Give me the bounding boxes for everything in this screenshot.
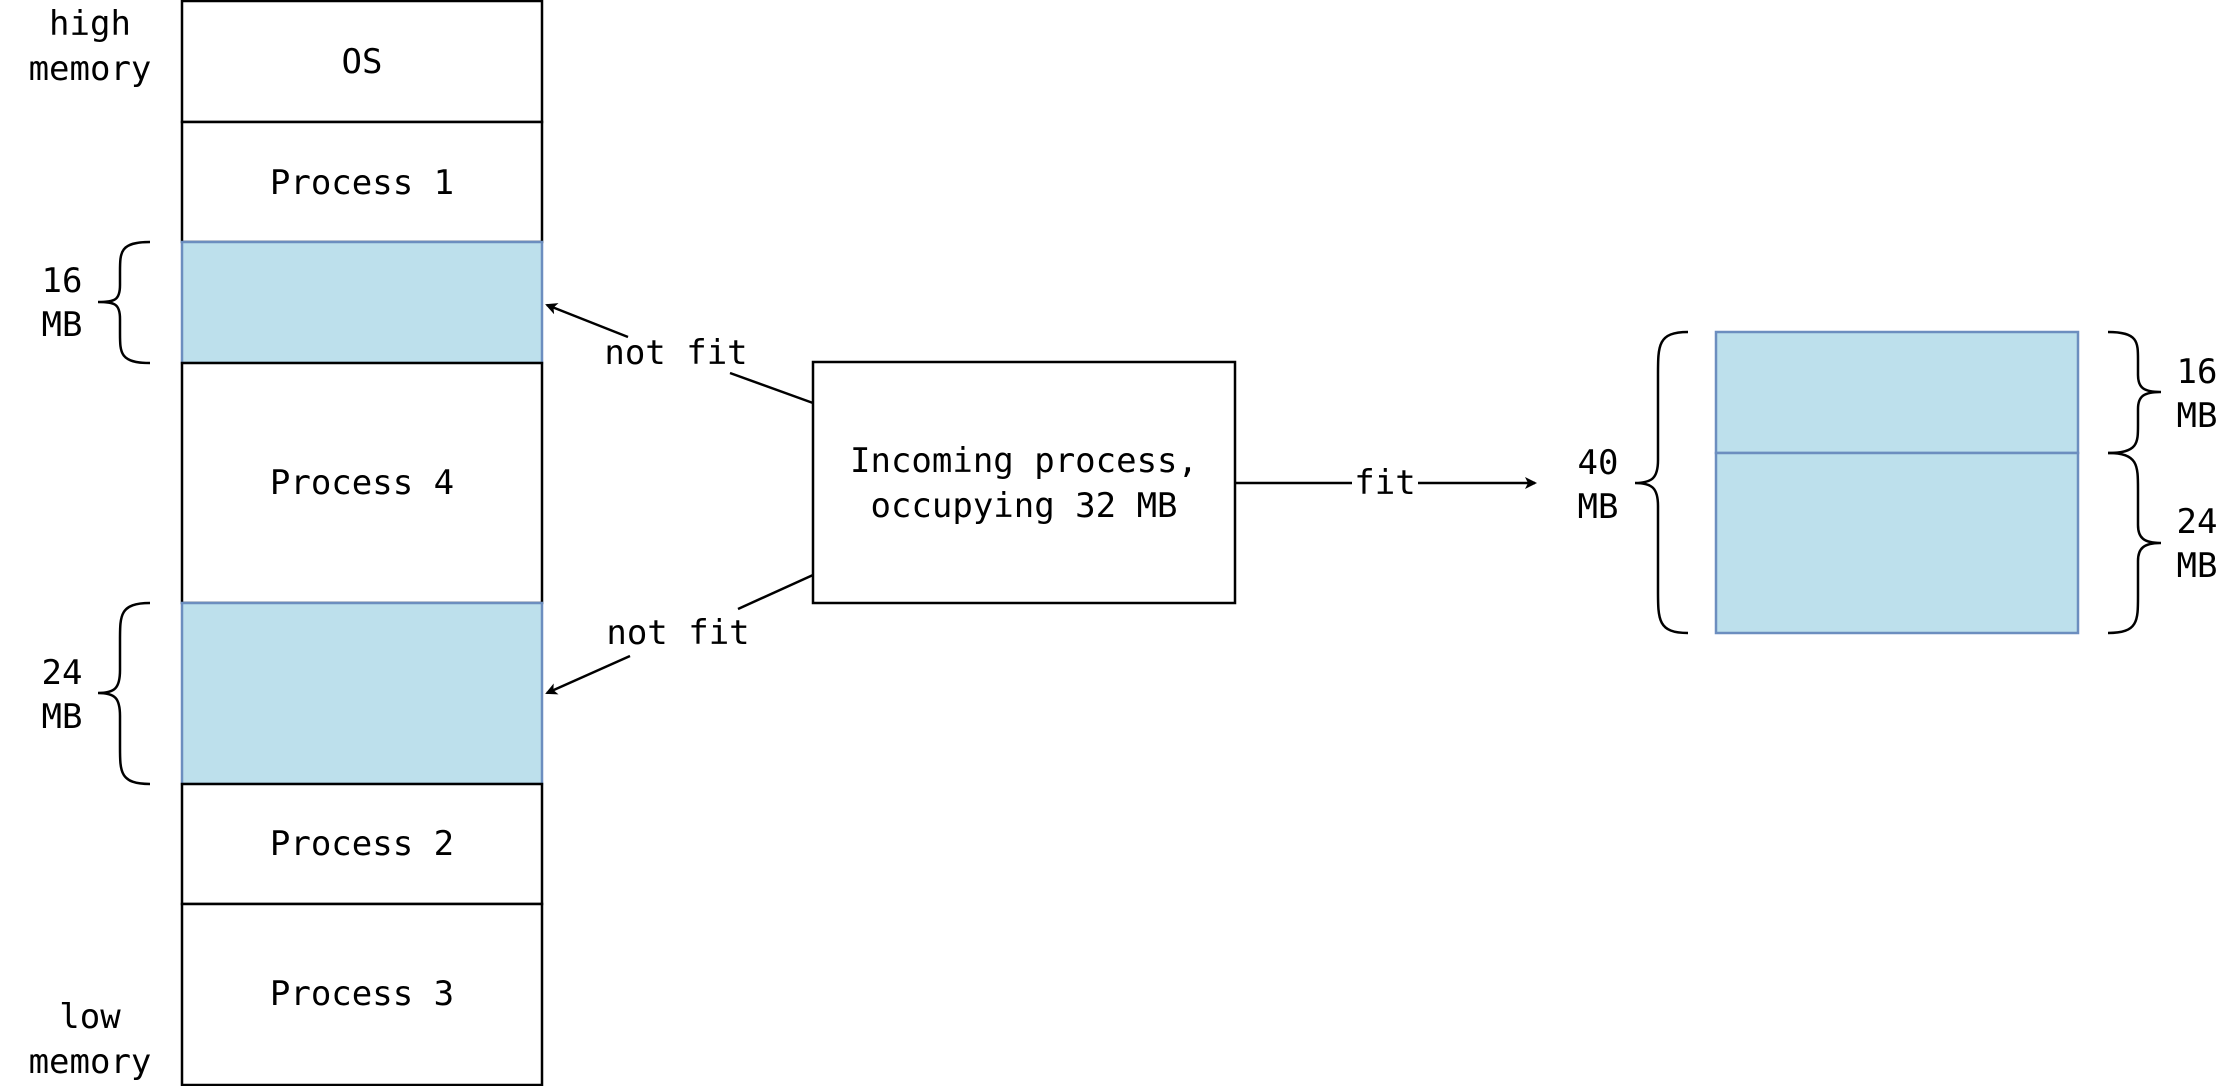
memory-block-process-4	[180, 361, 544, 605]
brace-24mb-right	[2107, 451, 2162, 635]
memory-block-process-3	[180, 902, 544, 1086]
compacted-memory	[1714, 330, 2080, 635]
memory-block-process-4-label: Process 4	[270, 463, 454, 503]
incoming-process-line2: occupying 32 MB	[870, 486, 1177, 526]
edge-not-fit-top-label: not fit	[604, 333, 747, 373]
compacted-total-size-number: 40	[1578, 443, 1619, 483]
brace-24mb-left	[97, 601, 151, 786]
memory-hole-24mb	[180, 601, 544, 786]
memory-column: OS Process 1 Process 4 Process 2 Process…	[180, 0, 544, 1086]
memory-block-os	[180, 0, 544, 124]
hole-24mb-size-number: 24	[42, 653, 83, 693]
edge-not-fit-bottom-arrow	[545, 654, 631, 695]
memory-block-process-2-label: Process 2	[270, 824, 454, 864]
hole-24mb-size-unit: MB	[42, 697, 83, 737]
compacted-lower-size-unit: MB	[2177, 546, 2218, 586]
memory-block-process-1-label: Process 1	[270, 163, 454, 203]
memory-block-os-label: OS	[342, 42, 383, 82]
high-memory-label-line2: memory	[29, 49, 152, 89]
edge-not-fit-top-arrow	[545, 303, 629, 339]
low-memory-label-line1: low	[59, 997, 121, 1037]
hole-16mb-size-unit: MB	[42, 305, 83, 345]
edge-fit-label: fit	[1354, 463, 1415, 503]
brace-16mb-right	[2107, 330, 2162, 455]
compacted-total-size-unit: MB	[1578, 487, 1619, 527]
brace-16mb-left	[97, 240, 151, 365]
hole-16mb-size-number: 16	[42, 261, 83, 301]
low-memory-label-line2: memory	[29, 1042, 152, 1082]
incoming-process-line1: Incoming process,	[850, 441, 1198, 481]
edge-not-fit-bottom-label: not fit	[606, 613, 749, 653]
edge-not-fit-top-segment-a	[729, 371, 814, 405]
memory-block-process-2	[180, 782, 544, 906]
brace-40mb-total	[1634, 330, 1689, 635]
compacted-hole-24mb	[1714, 451, 2080, 635]
compacted-hole-16mb	[1714, 330, 2080, 455]
high-memory-label-line1: high	[49, 4, 131, 44]
compacted-upper-size-number: 16	[2177, 352, 2218, 392]
compacted-lower-size-number: 24	[2177, 502, 2218, 542]
incoming-process-box	[811, 360, 1237, 605]
compacted-upper-size-unit: MB	[2177, 396, 2218, 436]
memory-hole-16mb	[180, 240, 544, 365]
memory-block-process-1	[180, 120, 544, 244]
memory-block-process-3-label: Process 3	[270, 974, 454, 1014]
edge-not-fit-bottom-segment-a	[737, 573, 814, 611]
